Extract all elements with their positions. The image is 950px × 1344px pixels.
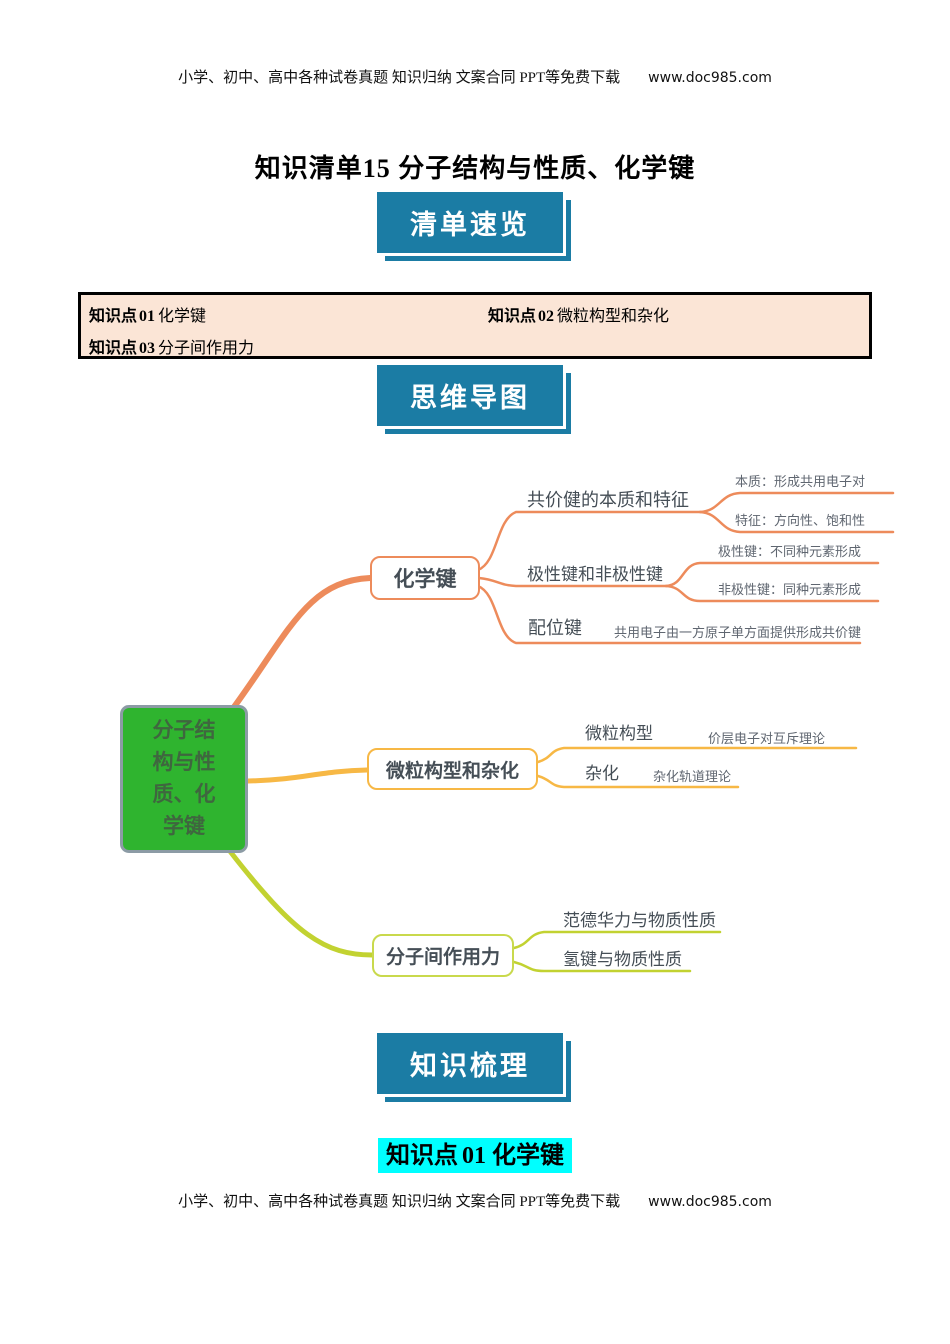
label-covalent-essence-feature: 共价健的本质和特征	[527, 490, 689, 510]
banner-knowledge-label: 知识梳理	[410, 1051, 530, 1081]
footer-text: 小学、初中、高中各种试卷真题 知识归纳 文案合同 PPT等免费下载	[178, 1194, 621, 1210]
label-covalent-essence: 本质：形成共用电子对	[735, 474, 866, 489]
label-vsepr-theory: 价层电子对互斥理论	[708, 731, 826, 746]
kp2-number: 02	[538, 308, 555, 325]
mindmap-root-node: 分子结构与性质、化学键	[120, 705, 248, 853]
hybridization-underline-curve	[536, 774, 740, 789]
covalent-essence-underline-curve	[698, 491, 895, 514]
label-coordinate-bond: 配位键	[528, 618, 582, 638]
polar-underline-curve	[477, 576, 668, 588]
label-hybridization: 杂化	[585, 764, 619, 783]
coordinate-bond-underline-curve	[476, 584, 862, 645]
label-hydrogen-bond: 氢键与物质性质	[563, 950, 682, 969]
header-text: 小学、初中、高中各种试卷真题 知识归纳 文案合同 PPT等免费下载	[178, 70, 621, 86]
label-hybrid-orbital-theory: 杂化轨道理论	[653, 769, 732, 784]
particle-shape-underline-curve	[536, 746, 858, 764]
label-polar-nonpolar: 极性键和非极性键	[527, 565, 663, 584]
kp3-number: 03	[139, 340, 156, 357]
kp2-label: 微粒构型和杂化	[557, 308, 670, 325]
banner-overview: 清单速览	[377, 192, 563, 253]
mindmap-node-chemical-bond: 化学键	[370, 556, 480, 600]
branch-force-main-curve	[226, 847, 375, 958]
mindmap-root-label: 分子结构与性质、化学键	[152, 719, 216, 838]
label-vdw-force: 范德华力与物质性质	[563, 911, 716, 930]
section-heading-prefix: 知识点	[386, 1142, 458, 1169]
kp3-label: 分子间作用力	[158, 340, 255, 357]
mindmap-node-intermolecular-force: 分子间作用力	[372, 934, 514, 977]
banner-knowledge: 知识梳理	[377, 1033, 563, 1094]
section-heading-label: 化学键	[492, 1142, 564, 1169]
kp1-number: 01	[139, 308, 156, 325]
branch-particle-main-curve	[245, 767, 370, 784]
kp1-label: 化学键	[158, 308, 207, 325]
page-footer: 小学、初中、高中各种试卷真题 知识归纳 文案合同 PPT等免费下载 www.doc…	[0, 1190, 950, 1211]
kp2-prefix: 知识点	[488, 308, 537, 325]
header-url-link[interactable]: www.doc985.com	[648, 70, 772, 86]
footer-url-link[interactable]: www.doc985.com	[648, 1194, 772, 1210]
label-coordinate-bond-note: 共用电子由一方原子单方面提供形成共价键	[614, 625, 862, 640]
banner-mindmap: 思维导图	[377, 365, 563, 426]
page-header: 小学、初中、高中各种试卷真题 知识归纳 文案合同 PPT等免费下载 www.doc…	[0, 66, 950, 87]
polar-bond-underline-curve	[664, 561, 880, 588]
hbond-underline-curve	[512, 960, 692, 973]
label-polar-bond: 极性键：不同种元素形成	[718, 544, 862, 559]
branch-chemical-bond-main-curve	[231, 575, 373, 710]
label-particle-shape: 微粒构型	[585, 724, 653, 743]
covalent-feature-underline-curve	[698, 510, 895, 534]
section-heading-number: 01	[462, 1143, 486, 1169]
vdw-underline-curve	[512, 930, 722, 950]
covalent-underline-curve	[476, 510, 702, 572]
label-nonpolar-bond: 非极性键：同种元素形成	[718, 582, 862, 597]
nonpolar-bond-underline-curve	[664, 584, 880, 603]
page-title: 知识清单15 分子结构与性质、化学键	[254, 154, 696, 183]
banner-overview-label: 清单速览	[410, 210, 530, 240]
label-covalent-feature: 特征：方向性、饱和性	[735, 513, 866, 528]
kp3-prefix: 知识点	[89, 340, 138, 357]
mindmap-node-particle-shape: 微粒构型和杂化	[367, 748, 538, 790]
kp1-prefix: 知识点	[89, 308, 138, 325]
banner-mindmap-label: 思维导图	[410, 383, 530, 413]
